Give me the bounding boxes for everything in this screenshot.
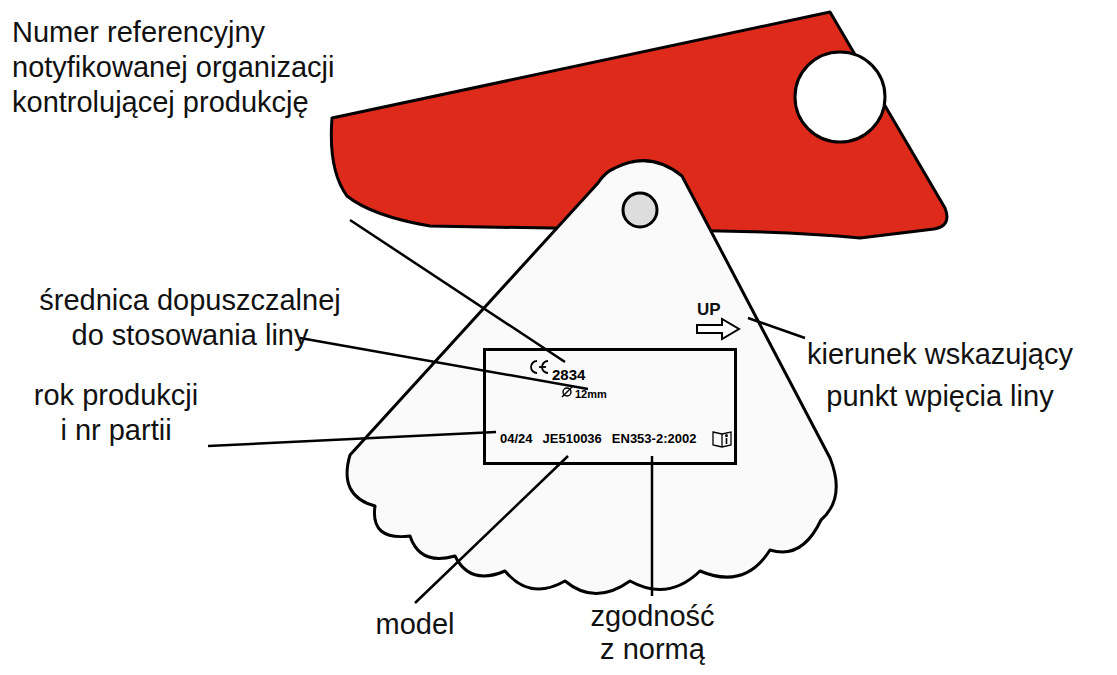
ce-mark bbox=[531, 361, 548, 373]
cam-hole bbox=[795, 52, 885, 142]
standard-code: EN353-2:2002 bbox=[612, 431, 697, 446]
callout-label: średnica dopuszczalnej do stosowania lin… bbox=[30, 283, 350, 353]
rope-diameter: 12mm bbox=[575, 388, 607, 400]
label-plate: 2834 12mm 04/24 JE510036 EN353-2:2002 bbox=[483, 348, 737, 465]
red-cam bbox=[331, 12, 947, 238]
callout-label: rok produkcji i nr partii bbox=[30, 378, 202, 448]
up-arrow bbox=[697, 319, 739, 339]
body-plate bbox=[347, 161, 836, 594]
callout-label: model bbox=[350, 607, 480, 642]
manual-icon bbox=[713, 432, 731, 447]
direction-label: UP bbox=[697, 300, 757, 320]
production-date: 04/24 bbox=[500, 431, 533, 446]
callout-label: kierunek wskazujący punkt wpięcia liny bbox=[790, 333, 1090, 417]
notified-body-number: 2834 bbox=[552, 366, 585, 383]
leader-lines bbox=[208, 220, 805, 603]
callout-label: zgodność z normą bbox=[585, 600, 720, 666]
callout-label: Numer referencyjny notyfikowanej organiz… bbox=[12, 15, 372, 120]
model-code: JE510036 bbox=[543, 431, 602, 446]
diameter-symbol bbox=[562, 387, 572, 397]
pin-hole bbox=[623, 193, 657, 227]
